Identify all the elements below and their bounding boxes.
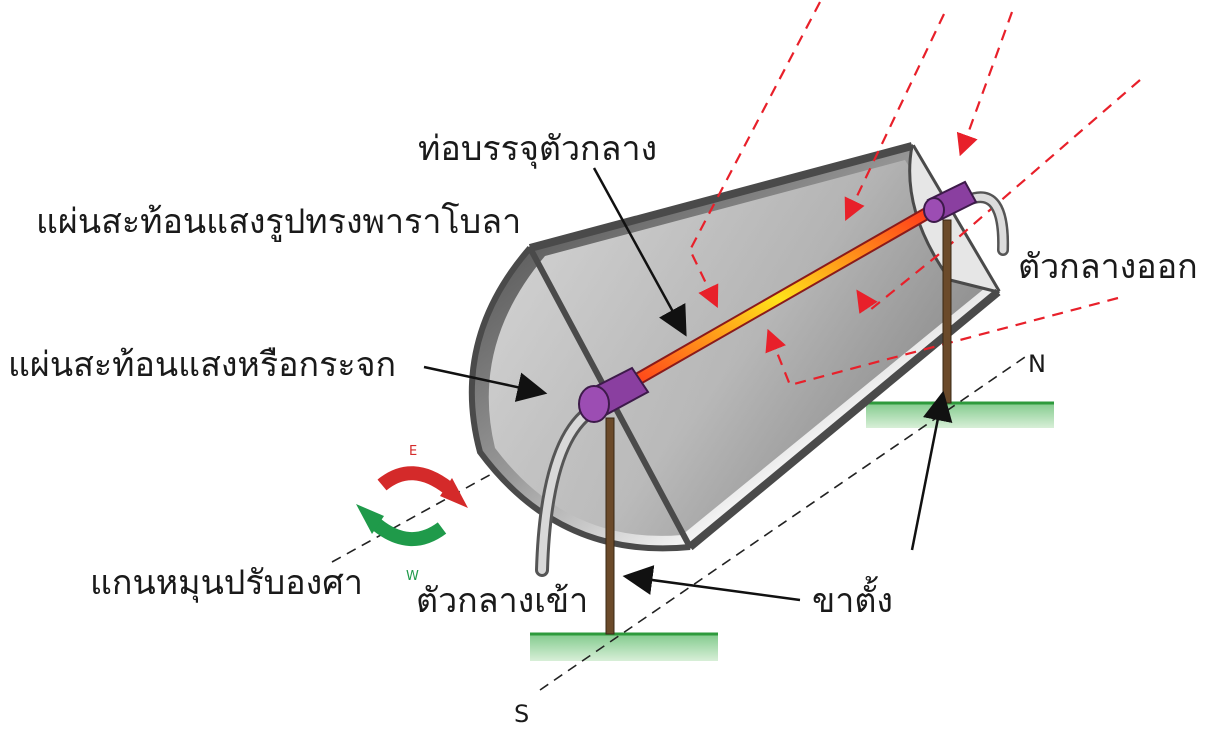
leader-arrows [423,167,953,602]
ground-patch-right [866,402,1054,428]
label-medium-out: ตัวกลางออก [1018,247,1198,287]
label-mirror-reflector: แผ่นสะท้อนแสงหรือกระจก [8,345,396,385]
label-parabolic-reflector: แผ่นสะท้อนแสงรูปทรงพาราโบลา [36,202,521,242]
compass-north: N [1028,350,1046,378]
rotation-arrows-icon [356,466,468,547]
label-center-tube: ท่อบรรจุตัวกลาง [418,129,657,169]
stand-right [942,219,952,404]
outlet-end-cap [923,180,978,223]
stand-left [605,417,615,635]
sun-rays [688,1,1141,387]
label-rotation-axis: แกนหมุนปรับองศา [90,563,363,603]
compass-west: W [406,569,419,584]
label-stand: ขาตั้ง [812,576,893,621]
compass-south: S [514,700,529,728]
compass-east: E [409,444,417,459]
label-medium-in: ตัวกลางเข้า [416,581,588,621]
ground-patch-left [530,633,718,661]
inlet-end-cap [578,366,650,423]
